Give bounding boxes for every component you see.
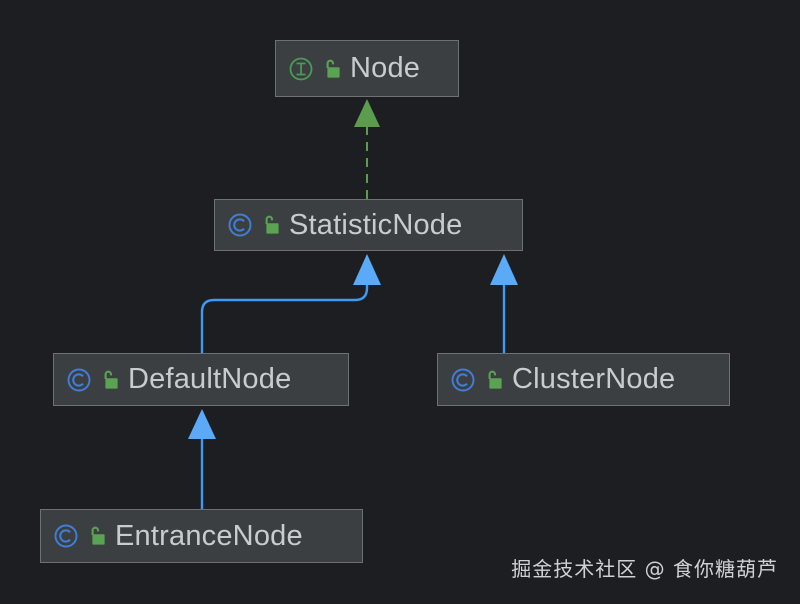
class-circle-icon xyxy=(54,524,78,548)
generalization-arrowhead-icon xyxy=(490,254,518,285)
generalization-orthogonal-line xyxy=(200,280,369,355)
uml-node-label: StatisticNode xyxy=(289,208,463,241)
uml-node-label: ClusterNode xyxy=(512,363,676,395)
unlocked-padlock-icon xyxy=(91,526,105,545)
edge-defaultnode-extends-statisticnode xyxy=(200,254,381,355)
uml-node-node[interactable]: Node xyxy=(275,40,459,97)
uml-node-label: Node xyxy=(350,52,421,84)
class-circle-icon xyxy=(228,213,252,237)
edge-entrancenode-extends-defaultnode xyxy=(188,409,216,511)
unlocked-padlock-icon xyxy=(488,370,502,389)
uml-node-clusternode[interactable]: ClusterNode xyxy=(437,353,730,406)
uml-node-label: EntranceNode xyxy=(115,519,303,552)
unlocked-padlock-icon xyxy=(104,370,118,389)
generalization-arrowhead-icon xyxy=(353,254,381,285)
generalization-arrowhead-icon xyxy=(188,409,216,439)
edge-clusternode-extends-statisticnode xyxy=(490,254,518,355)
class-circle-icon xyxy=(451,368,475,391)
uml-node-label: DefaultNode xyxy=(128,363,292,395)
uml-node-statisticnode[interactable]: StatisticNode xyxy=(214,199,523,251)
realization-arrowhead-icon xyxy=(354,99,380,127)
uml-node-defaultnode[interactable]: DefaultNode xyxy=(53,353,349,406)
class-circle-icon xyxy=(67,368,91,391)
watermark-text: 掘金技术社区 @ 食你糖葫芦 xyxy=(511,557,778,581)
unlocked-padlock-icon xyxy=(326,59,340,78)
interface-circle-icon xyxy=(289,57,313,80)
unlocked-padlock-icon xyxy=(265,215,279,234)
edge-statisticnode-implements-node xyxy=(354,99,380,199)
uml-node-entrancenode[interactable]: EntranceNode xyxy=(40,509,363,563)
